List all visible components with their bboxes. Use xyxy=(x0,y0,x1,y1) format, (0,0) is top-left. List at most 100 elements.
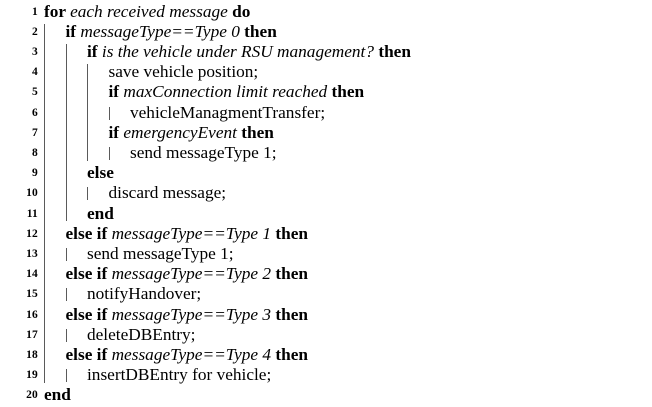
line-number: 11 xyxy=(26,207,38,220)
line-number: 18 xyxy=(26,348,38,361)
code-line: 12 else if messageType==Type 1 then xyxy=(0,224,652,244)
line-text: send messageType 1; xyxy=(87,244,234,264)
keyword-token: then xyxy=(271,223,309,243)
condition-token: each received message xyxy=(70,1,228,21)
statement-token: discard message; xyxy=(108,183,227,203)
line-text: else if messageType==Type 4 then xyxy=(66,345,309,365)
code-line: 8 send messageType 1; xyxy=(0,143,652,163)
code-line: 10 discard message; xyxy=(0,183,652,203)
line-text: if messageType==Type 0 then xyxy=(66,22,277,42)
line-text: vehicleManagmentTransfer; xyxy=(130,103,325,123)
guide-type2-body xyxy=(65,288,67,302)
guide-for-block xyxy=(44,23,45,384)
line-number: 16 xyxy=(26,308,38,321)
keyword-token: then xyxy=(271,304,309,324)
keyword-token: else if xyxy=(65,264,112,284)
line-text: insertDBEntry for vehicle; xyxy=(87,365,271,385)
line-number: 17 xyxy=(26,328,38,341)
condition-token: messageType==Type 1 xyxy=(111,223,272,243)
keyword-token: then xyxy=(271,264,309,284)
line-text: else if messageType==Type 1 then xyxy=(66,224,309,244)
guide-else-discard-block xyxy=(87,187,88,201)
code-line: 1 for each received message do xyxy=(0,2,652,22)
keyword-token: if xyxy=(87,41,102,61)
keyword-token: if xyxy=(108,122,124,142)
keyword-token: else xyxy=(87,163,114,183)
line-number: 4 xyxy=(32,66,38,79)
statement-token: vehicleManagmentTransfer; xyxy=(130,102,326,122)
keyword-token: else if xyxy=(65,304,112,324)
keyword-token: do xyxy=(227,1,251,21)
line-number: 9 xyxy=(32,167,38,180)
line-text: else if messageType==Type 3 then xyxy=(66,305,309,325)
line-text: end xyxy=(44,385,71,405)
guide-type1-body xyxy=(65,247,67,261)
condition-token: messageType==Type 0 xyxy=(80,21,240,41)
keyword-token: else if xyxy=(65,223,112,243)
line-number: 1 xyxy=(32,5,38,18)
keyword-token: else if xyxy=(65,344,112,364)
statement-token: send messageType 1; xyxy=(130,142,277,162)
code-line: 18 else if messageType==Type 4 then xyxy=(0,345,652,365)
keyword-token: if xyxy=(65,21,81,41)
line-number: 10 xyxy=(26,187,38,200)
line-text: for each received message do xyxy=(44,2,250,22)
keyword-token: then xyxy=(374,41,411,61)
line-number: 13 xyxy=(26,247,38,260)
condition-token: messageType==Type 4 xyxy=(111,344,272,364)
statement-token: insertDBEntry for vehicle; xyxy=(87,365,272,385)
keyword-token: for xyxy=(44,1,71,21)
line-number: 19 xyxy=(26,369,38,382)
condition-token: messageType==Type 3 xyxy=(111,304,272,324)
statement-token: notifyHandover; xyxy=(87,284,202,304)
line-text: end xyxy=(87,204,114,224)
guide-if-type0-block xyxy=(65,43,67,222)
line-number: 3 xyxy=(32,45,38,58)
line-number: 8 xyxy=(32,146,38,159)
statement-token: save vehicle position; xyxy=(108,62,259,82)
statement-token: send messageType 1; xyxy=(87,243,234,263)
line-text: else if messageType==Type 2 then xyxy=(66,264,309,284)
line-text: notifyHandover; xyxy=(87,284,201,304)
code-line: 19 insertDBEntry for vehicle; xyxy=(0,365,652,385)
condition-token: messageType==Type 2 xyxy=(111,264,272,284)
statement-token: deleteDBEntry; xyxy=(87,324,196,344)
keyword-token: then xyxy=(236,122,274,142)
line-text: deleteDBEntry; xyxy=(87,325,195,345)
code-line: 3 if is the vehicle under RSU management?… xyxy=(0,42,652,62)
keyword-token: then xyxy=(239,21,277,41)
code-line: 13 send messageType 1; xyxy=(0,244,652,264)
line-text: discard message; xyxy=(109,183,227,203)
keyword-token: end xyxy=(87,203,114,223)
keyword-token: then xyxy=(327,82,365,102)
line-number: 14 xyxy=(26,268,38,281)
line-text: if maxConnection limit reached then xyxy=(109,82,365,102)
keyword-token: if xyxy=(108,82,124,102)
keyword-token: end xyxy=(44,385,71,405)
code-line: 14 else if messageType==Type 2 then xyxy=(0,264,652,284)
line-text: if emergencyEvent then xyxy=(109,123,274,143)
keyword-token: then xyxy=(271,344,309,364)
guide-maxconnection-body xyxy=(108,106,110,120)
code-line: 9 else xyxy=(0,163,652,183)
guide-type3-body xyxy=(65,328,67,342)
code-line: 4 save vehicle position; xyxy=(0,62,652,82)
guide-type4-body xyxy=(65,369,67,383)
condition-token: is the vehicle under RSU management? xyxy=(101,41,374,61)
line-text: save vehicle position; xyxy=(109,62,259,82)
line-number: 5 xyxy=(32,86,38,99)
condition-token: emergencyEvent xyxy=(123,122,237,142)
code-line: 5 if maxConnection limit reached then xyxy=(0,82,652,102)
line-number: 12 xyxy=(26,227,38,240)
code-line: 17 deleteDBEntry; xyxy=(0,325,652,345)
line-text: else xyxy=(87,163,114,183)
condition-token: maxConnection limit reached xyxy=(123,82,328,102)
line-number: 20 xyxy=(26,389,38,402)
code-line: 11 end xyxy=(0,204,652,224)
line-text: if is the vehicle under RSU management? … xyxy=(87,42,411,62)
